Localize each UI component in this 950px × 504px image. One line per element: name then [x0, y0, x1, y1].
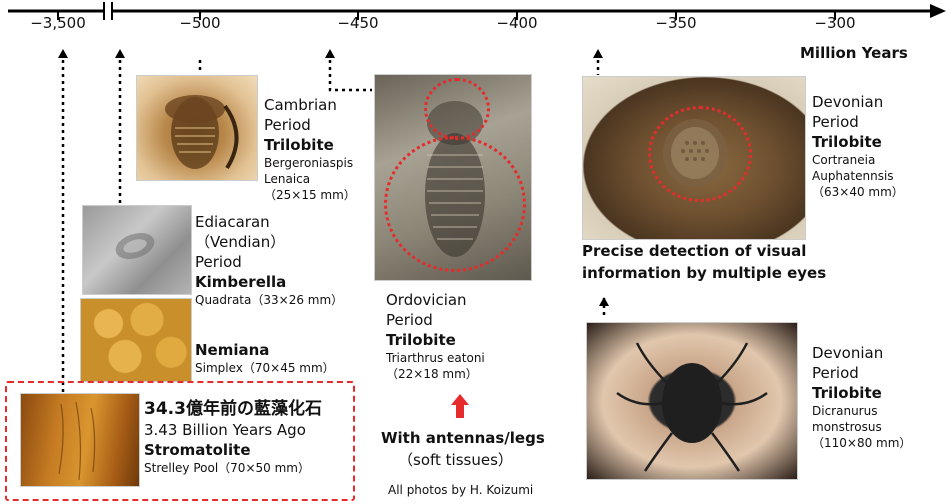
tick-label: −3,500	[30, 14, 86, 32]
ordovician-label: Ordovician Period Trilobite Triarthrus e…	[386, 290, 485, 382]
cambrian-trilobite-photo	[136, 75, 258, 181]
specimen-name: Stromatolite	[144, 441, 251, 459]
period-text: Cambrian	[264, 96, 337, 114]
connector-ordovician	[328, 60, 372, 92]
period-text: Devonian	[812, 93, 884, 111]
specimen-name: Trilobite	[812, 384, 882, 402]
species-text: monstrosus	[812, 420, 882, 434]
tick-label: −300	[814, 14, 856, 32]
stromatolite-photo	[20, 393, 140, 487]
period-text: （Vendian）	[195, 233, 286, 251]
photo-credit: All photos by H. Koizumi	[388, 483, 534, 497]
stromatolite-jp-title: 34.3億年前の藍藻化石	[144, 399, 322, 419]
eyes-note: Precise detection of visual information …	[582, 240, 826, 284]
legs-highlight-oval	[384, 136, 526, 272]
period-text: Period	[812, 364, 859, 382]
timeline-arrowhead	[930, 4, 946, 18]
arrowhead-up	[599, 297, 609, 306]
locality-text: Strelley Pool（70×50 mm）	[144, 461, 310, 475]
kimberella-photo	[82, 205, 192, 295]
species-text: Simplex（70×45 mm）	[195, 361, 335, 375]
specimen-name: Kimberella	[195, 273, 287, 291]
period-text: Period	[386, 311, 433, 329]
size-text: （63×40 mm）	[812, 185, 904, 199]
species-text: Auphatennsis	[812, 169, 894, 183]
period-text: Period	[195, 253, 242, 271]
stromatolite-highlight-box	[5, 381, 355, 501]
tick-label: −500	[179, 14, 221, 32]
antenna-highlight-oval	[424, 78, 490, 140]
soft-tissue-note-sub: （soft tissues）	[398, 451, 513, 469]
eyes-note-line: Precise detection of visual	[582, 242, 807, 260]
species-text: Quadrata（33×26 mm）	[195, 293, 344, 307]
size-text: （110×80 mm）	[812, 436, 912, 450]
axis-break-gap	[104, 2, 112, 20]
arrowhead-up	[58, 49, 68, 58]
nemiana-label: Nemiana Simplex（70×45 mm）	[195, 340, 335, 376]
stromatolite-label: 34.3億年前の藍藻化石 3.43 Billion Years Ago Stro…	[144, 398, 322, 476]
period-text: Ediacaran	[195, 213, 270, 231]
specimen-name: Nemiana	[195, 341, 270, 359]
species-text: Cortraneia	[812, 153, 876, 167]
specimen-name: Trilobite	[812, 133, 882, 151]
species-text: Dicranurus	[812, 404, 878, 418]
specimen-name: Trilobite	[386, 331, 456, 349]
period-text: Period	[812, 113, 859, 131]
arrowhead-up	[325, 49, 335, 58]
dicranurus-trilobite-photo	[586, 322, 798, 480]
specimen-name: Trilobite	[264, 136, 334, 154]
size-text: （22×18 mm）	[386, 367, 478, 381]
cambrian-label: Cambrian Period Trilobite Bergeroniaspis…	[264, 95, 356, 203]
nemiana-photo	[80, 298, 192, 382]
axis-unit-label: Million Years	[800, 44, 908, 62]
age-text: 3.43 Billion Years Ago	[144, 421, 306, 439]
species-text: Bergeroniaspis	[264, 156, 354, 170]
tick-label: −350	[655, 14, 697, 32]
ediacaran-label: Ediacaran （Vendian） Period Kimberella Qu…	[195, 212, 343, 308]
arrowhead-up	[593, 49, 603, 58]
red-arrow-up	[451, 394, 469, 418]
period-text: Devonian	[812, 344, 884, 362]
period-text: Period	[264, 116, 311, 134]
soft-tissue-note: With antennas/legs	[381, 429, 545, 447]
eye-highlight-oval	[648, 106, 752, 202]
species-text: Triarthrus eatoni	[386, 351, 485, 365]
arrowhead-up	[115, 49, 125, 58]
tick-label: −450	[337, 14, 379, 32]
period-text: Ordovician	[386, 291, 467, 309]
species-text: Lenaica	[264, 172, 311, 186]
tick-label: −400	[496, 14, 538, 32]
devonian1-label: Devonian Period Trilobite Cortraneia Aup…	[812, 92, 904, 200]
devonian2-label: Devonian Period Trilobite Dicranurus mon…	[812, 343, 911, 451]
size-text: （25×15 mm）	[264, 188, 356, 202]
eyes-note-line: information by multiple eyes	[582, 264, 827, 282]
